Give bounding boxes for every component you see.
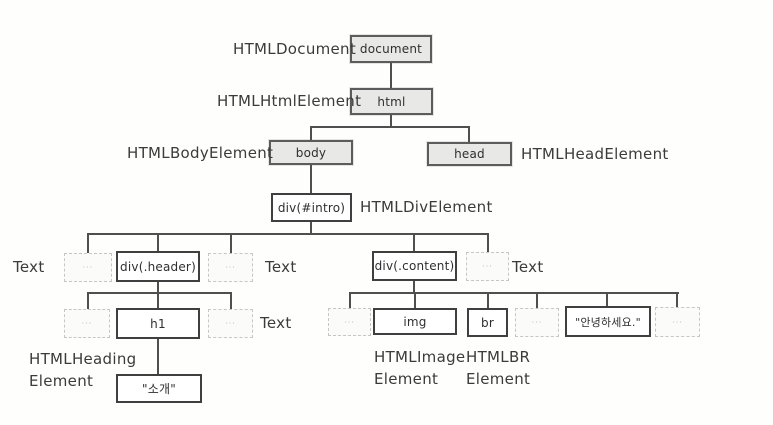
label-htmlhtmlelement: HTMLHtmlElement (217, 92, 362, 110)
node-text-ellipsis: ··· (328, 308, 371, 336)
node-text-ellipsis: ··· (655, 307, 700, 337)
edge-divintro-stub (310, 221, 312, 235)
node-text-hello: "안녕하세요." (565, 306, 651, 337)
edge-divheader-stub (157, 281, 159, 294)
edge-stub-br (487, 292, 489, 308)
label-htmlimageelement: HTMLImage Element (374, 346, 465, 390)
edge-h1-sogae (157, 338, 159, 376)
edge-stub-ghost1 (87, 233, 89, 253)
edge-html-stub (390, 114, 392, 128)
label-htmldocument: HTMLDocument (233, 40, 357, 58)
node-text-ellipsis: ··· (515, 308, 559, 337)
node-document: document (350, 35, 432, 63)
edge-stub-h1 (157, 292, 159, 308)
node-div-header: div(.header) (116, 251, 200, 282)
label-htmlbodyelement: HTMLBodyElement (127, 144, 274, 162)
node-text-ellipsis: ··· (64, 253, 112, 282)
edge-stub-divcontent (413, 233, 415, 252)
node-body: body (269, 140, 353, 165)
edge-divheader-children-bar (87, 292, 232, 294)
edge-stub-ghost3 (487, 233, 489, 252)
label-text-3: Text (512, 258, 544, 276)
node-head: head (427, 142, 512, 166)
node-text-ellipsis: ··· (466, 252, 509, 281)
edge-stub-ghost5 (230, 292, 232, 309)
label-text-2: Text (265, 258, 297, 276)
edge-stub-ghost7 (536, 292, 538, 308)
edge-stub-img (414, 292, 416, 308)
node-div-intro: div(#intro) (271, 193, 352, 222)
node-h1: h1 (116, 308, 200, 339)
edge-stub-head (468, 126, 470, 143)
edge-stub-ghost2 (230, 233, 232, 253)
edge-document-html (390, 62, 392, 89)
label-htmlheadingelement-line1: HTMLHeading (29, 350, 137, 368)
node-img: img (373, 308, 457, 335)
label-htmlbrelement-line1: HTMLBR (466, 348, 531, 366)
node-br: br (467, 308, 508, 337)
label-htmlheadelement: HTMLHeadElement (521, 145, 669, 163)
label-htmlbrelement: HTMLBR Element (466, 346, 530, 390)
node-text-ellipsis: ··· (208, 253, 253, 282)
node-html: html (350, 88, 433, 115)
label-text-1: Text (13, 258, 45, 276)
edge-stub-ghost6 (349, 292, 351, 308)
node-text-ellipsis: ··· (208, 309, 253, 338)
edge-html-children-bar (310, 126, 470, 128)
edge-divintro-children-bar (87, 233, 489, 235)
node-text-sogae: "소개" (116, 374, 202, 403)
edge-stub-ghost4 (87, 292, 89, 309)
label-htmlbrelement-line2: Element (466, 370, 531, 388)
edge-stub-hello (606, 292, 608, 307)
label-htmlimageelement-line2: Element (374, 370, 439, 388)
edge-stub-body (310, 126, 312, 141)
edge-divcontent-children-bar (349, 292, 679, 294)
label-text-4: Text (260, 314, 292, 332)
node-text-ellipsis: ··· (64, 309, 110, 338)
edge-stub-ghost8 (676, 292, 678, 307)
edge-divcontent-stub (413, 280, 415, 294)
edge-body-divintro (310, 164, 312, 194)
edge-stub-divheader (157, 233, 159, 252)
label-htmlheadingelement: HTMLHeading Element (29, 348, 136, 392)
label-htmldivelement: HTMLDivElement (360, 198, 493, 216)
label-htmlimageelement-line1: HTMLImage (374, 348, 466, 366)
node-div-content: div(.content) (372, 251, 457, 281)
label-htmlheadingelement-line2: Element (29, 372, 94, 390)
